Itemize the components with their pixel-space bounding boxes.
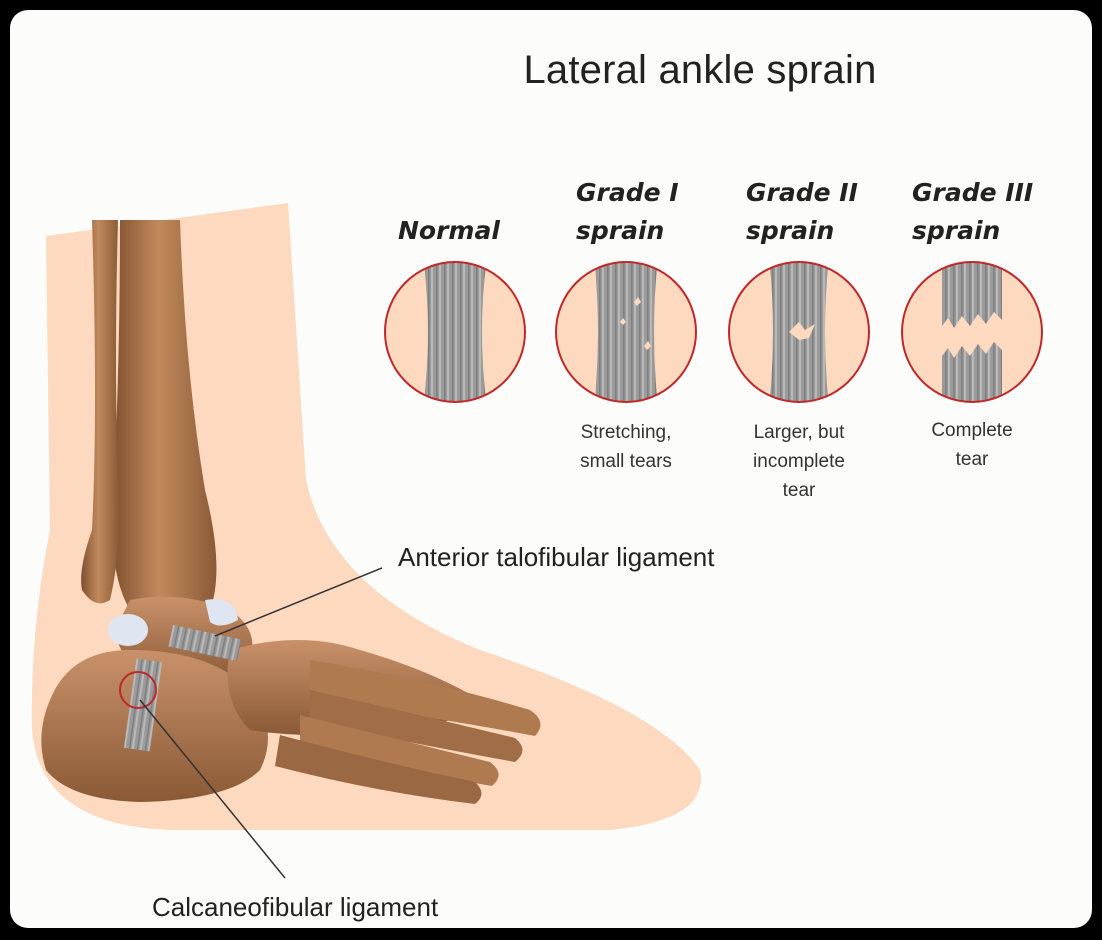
cfl-highlight-circle	[119, 671, 157, 709]
heading-grade1-line1: Grade I	[576, 178, 679, 207]
caption-grade1-line1: Stretching,	[580, 422, 672, 443]
caption-grade3: Complete tear	[902, 416, 1042, 474]
calcaneus-bone	[41, 650, 268, 802]
malleolus-cartilage	[205, 599, 238, 626]
heading-grade2-line1: Grade II	[746, 178, 858, 207]
diagram-frame: Lateral ankle sprain Normal Grade I spra…	[10, 10, 1092, 928]
label-atfl: Anterior talofibular ligament	[398, 542, 715, 572]
caption-grade1: Stretching, small tears	[556, 418, 696, 476]
metatarsal-3	[300, 715, 499, 786]
atfl-ligament	[168, 624, 242, 662]
caption-grade2-line3: tear	[782, 480, 816, 501]
cfl-ligament	[123, 658, 163, 752]
ankle-illustration	[31, 203, 1043, 879]
caption-grade2-line2: incomplete	[753, 451, 845, 472]
heading-normal-line1: Normal	[398, 216, 500, 245]
metatarsal-1	[310, 660, 541, 736]
label-cfl: Calcaneofibular ligament	[152, 892, 439, 922]
metatarsal-4	[275, 735, 482, 804]
caption-grade2-line1: Larger, but	[753, 422, 845, 443]
atfl-leader-line	[214, 567, 383, 637]
heading-grade2: Grade II sprain	[746, 174, 858, 250]
grade3-ligament-circle	[901, 261, 1043, 403]
caption-grade2: Larger, but incomplete tear	[729, 418, 869, 505]
caption-grade3-line2: tear	[955, 449, 989, 470]
heading-grade1-line2: sprain	[576, 216, 665, 245]
grade1-ligament-circle	[555, 261, 697, 403]
heading-grade1: Grade I sprain	[576, 174, 679, 250]
diagram-title: Lateral ankle sprain	[523, 48, 877, 92]
grade2-ligament-circle	[728, 261, 870, 403]
caption-grade1-line2: small tears	[580, 451, 672, 472]
caption-grade3-line1: Complete	[931, 420, 1013, 441]
tibia-bone	[112, 220, 217, 620]
cfl-leader-line	[139, 699, 286, 879]
metatarsal-2	[310, 690, 523, 762]
heading-grade2-line2: sprain	[746, 216, 835, 245]
heading-grade3: Grade III sprain	[912, 174, 1033, 250]
heading-grade3-line2: sprain	[912, 216, 1001, 245]
heading-normal: Normal	[398, 212, 500, 250]
heading-grade3-line1: Grade III	[912, 178, 1034, 207]
fibula-bone	[81, 220, 119, 604]
talar-cartilage	[108, 614, 148, 646]
normal-ligament-circle	[384, 261, 526, 403]
